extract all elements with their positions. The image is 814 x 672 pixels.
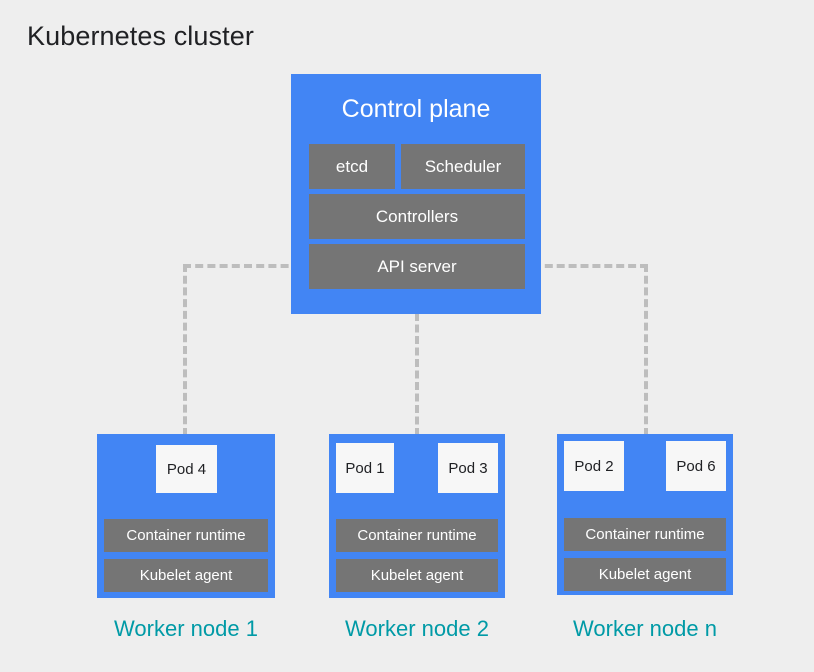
worker-node-n-container-runtime: Container runtime <box>564 518 726 551</box>
worker-node-2-label: Worker node 2 <box>345 616 489 641</box>
connector-control-plane-to-worker-n-vertical <box>644 264 648 436</box>
control-plane-component-scheduler: Scheduler <box>401 144 525 189</box>
worker-node-2-kubelet-agent: Kubelet agent <box>336 559 498 592</box>
worker-node-1-container-runtime: Container runtime <box>104 519 268 552</box>
worker-node-1-pod-4: Pod 4 <box>156 445 217 493</box>
page-title: Kubernetes cluster <box>27 21 254 51</box>
control-plane-component-api-server: API server <box>309 244 525 289</box>
worker-node-2-container-runtime: Container runtime <box>336 519 498 552</box>
worker-node-n-label: Worker node n <box>573 616 717 641</box>
control-plane-component-etcd: etcd <box>309 144 395 189</box>
worker-node-1-kubelet-agent: Kubelet agent <box>104 559 268 592</box>
worker-node-2-pod-1: Pod 1 <box>336 443 394 493</box>
worker-node-2-pod-3: Pod 3 <box>438 443 498 493</box>
control-plane-component-controllers: Controllers <box>309 194 525 239</box>
connector-control-plane-to-worker-1-vertical <box>183 264 187 436</box>
worker-node-n-kubelet-agent: Kubelet agent <box>564 558 726 591</box>
worker-node-1-label: Worker node 1 <box>114 616 258 641</box>
control-plane-title: Control plane <box>341 95 491 123</box>
connector-control-plane-to-worker-2-vertical <box>415 313 419 436</box>
worker-node-n-pod-6: Pod 6 <box>666 441 726 491</box>
connector-control-plane-to-worker-1-horizontal <box>183 264 313 268</box>
worker-node-n-pod-2: Pod 2 <box>564 441 624 491</box>
connector-control-plane-to-worker-n-horizontal <box>521 264 648 268</box>
